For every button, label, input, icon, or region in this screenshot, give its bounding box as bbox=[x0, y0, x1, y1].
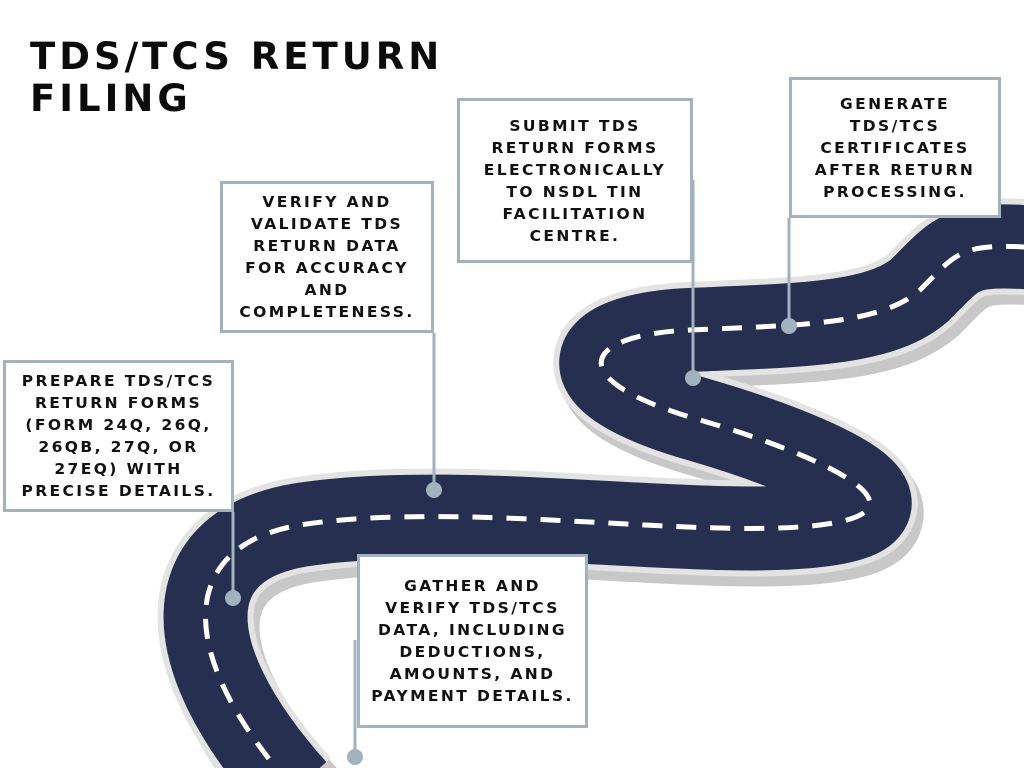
marker-dot-step-4 bbox=[685, 370, 701, 386]
step-text: PREPARE TDS/TCS RETURN FORMS (FORM 24Q, … bbox=[21, 372, 216, 500]
marker-dot-step-3 bbox=[347, 749, 363, 765]
marker-dot-step-2 bbox=[426, 482, 442, 498]
step-box-generate-certificates: GENERATE TDS/TCS CERTIFICATES AFTER RETU… bbox=[789, 77, 1001, 218]
step-box-gather-data: GATHER AND VERIFY TDS/TCS DATA, INCLUDIN… bbox=[357, 554, 588, 728]
page-title: TDS/TCS RETURN FILING bbox=[30, 35, 444, 120]
step-box-prepare-forms: PREPARE TDS/TCS RETURN FORMS (FORM 24Q, … bbox=[3, 360, 234, 512]
step-text: SUBMIT TDS RETURN FORMS ELECTRONICALLY T… bbox=[483, 116, 667, 245]
lane-marking bbox=[203, 243, 1024, 768]
step-text: GENERATE TDS/TCS CERTIFICATES AFTER RETU… bbox=[814, 94, 976, 201]
road bbox=[157, 198, 1024, 768]
marker-dot-step-1 bbox=[225, 590, 241, 606]
step-text: VERIFY AND VALIDATE TDS RETURN DATA FOR … bbox=[239, 193, 415, 321]
step-box-verify-validate: VERIFY AND VALIDATE TDS RETURN DATA FOR … bbox=[220, 181, 434, 333]
step-text: GATHER AND VERIFY TDS/TCS DATA, INCLUDIN… bbox=[371, 577, 574, 705]
step-box-submit-returns: SUBMIT TDS RETURN FORMS ELECTRONICALLY T… bbox=[457, 98, 693, 263]
markers bbox=[225, 318, 797, 765]
marker-dot-step-5 bbox=[781, 318, 797, 334]
connectors bbox=[231, 180, 791, 757]
